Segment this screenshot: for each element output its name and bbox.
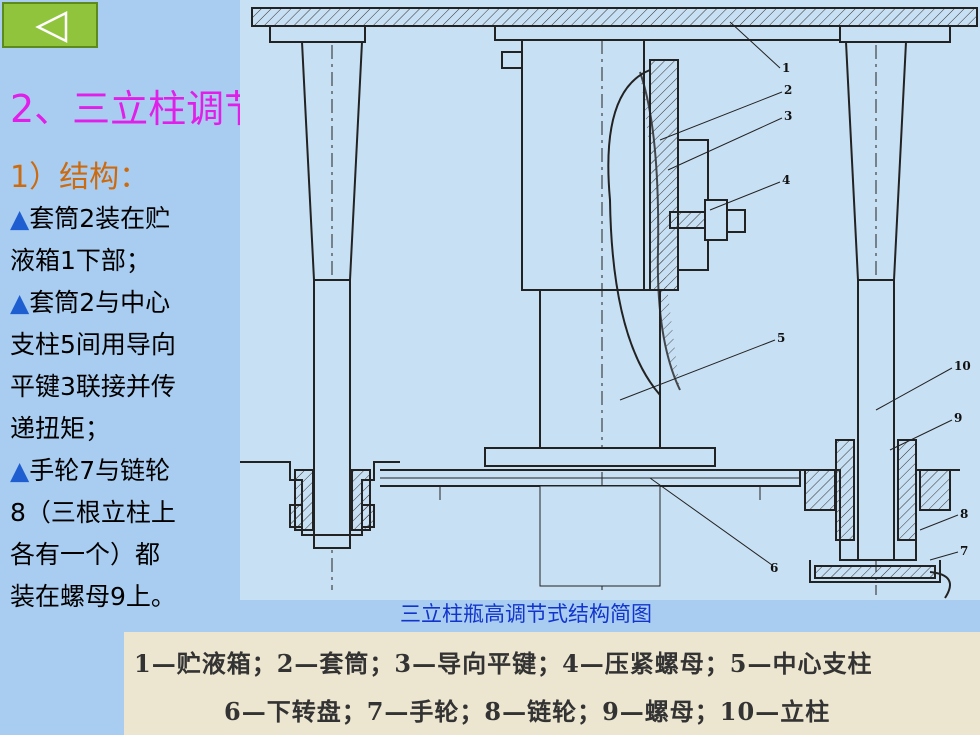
figure-caption: 三立柱瓶高调节式结构简图 — [400, 602, 652, 626]
section-subtitle: 1）结构： — [10, 160, 150, 195]
body-line: 支柱5间用导向 — [10, 330, 176, 359]
body-line: 装在螺母9上。 — [10, 582, 176, 611]
callout-9: 9 — [954, 411, 962, 425]
callout-5: 5 — [777, 331, 785, 345]
body-line: ▲套筒2装在贮 — [10, 204, 171, 233]
callout-7: 7 — [960, 544, 968, 558]
callout-4: 4 — [782, 173, 790, 187]
body-line: ▲手轮7与链轮 — [10, 456, 171, 485]
legend-line: 1—贮液箱；2—套筒；3—导向平键；4—压紧螺母；5—中心支柱 — [134, 649, 873, 678]
body-line: 平键3联接并传 — [10, 372, 176, 401]
callout-3: 3 — [784, 109, 792, 123]
bullet-triangle-icon: ▲ — [10, 288, 30, 317]
legend-line: 6—下转盘；7—手轮；8—链轮；9—螺母；10—立柱 — [224, 697, 831, 726]
callout-8: 8 — [960, 507, 968, 521]
mechanism-drawing: 1 2 3 4 5 6 7 8 9 10 — [240, 7, 978, 599]
callout-1: 1 — [782, 61, 790, 75]
body-line: ▲套筒2与中心 — [10, 288, 171, 317]
callout-10: 10 — [954, 359, 971, 373]
parts-legend: 1—贮液箱；2—套筒；3—导向平键；4—压紧螺母；5—中心支柱 6—下转盘；7—… — [124, 632, 980, 735]
body-line: 8（三根立柱上 — [10, 498, 176, 527]
callout-2: 2 — [784, 83, 792, 97]
bullet-triangle-icon: ▲ — [10, 456, 30, 485]
body-line: 递扭矩； — [10, 414, 111, 443]
triangle-left-icon — [35, 10, 68, 44]
structure-description: ▲套筒2装在贮 液箱1下部； ▲套筒2与中心 支柱5间用导向 平键3联接并传 递… — [10, 198, 236, 618]
body-line: 液箱1下部； — [10, 246, 151, 275]
body-line: 各有一个）都 — [10, 540, 161, 569]
callout-6: 6 — [770, 561, 778, 575]
back-button[interactable] — [2, 2, 98, 48]
mechanism-diagram: 1 2 3 4 5 6 7 8 9 10 — [240, 0, 980, 600]
bullet-triangle-icon: ▲ — [10, 204, 30, 233]
